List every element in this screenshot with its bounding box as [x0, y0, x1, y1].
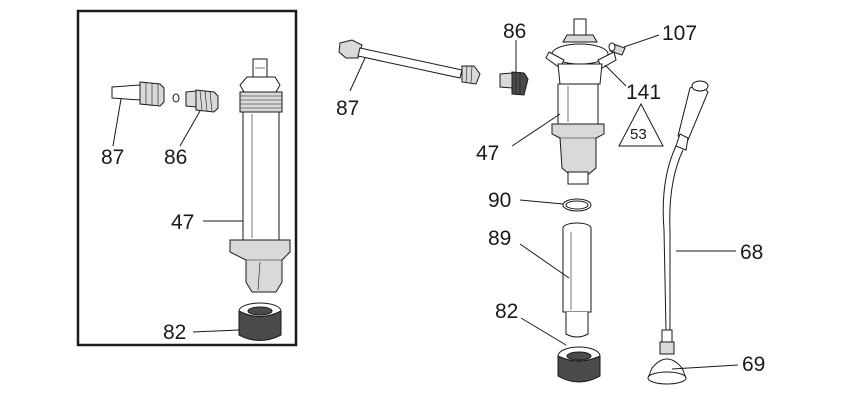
label-86-right: 86 [503, 20, 526, 43]
label-69: 69 [742, 353, 765, 376]
leader-107 [623, 34, 660, 48]
part-47-pump-head-right [545, 18, 617, 185]
label-82-right: 82 [495, 300, 518, 323]
part-87-tube-right [338, 39, 481, 85]
leader-69 [671, 364, 739, 370]
label-86-left: 86 [164, 146, 187, 169]
leader-82-right [520, 317, 567, 346]
part-82-nut-left [238, 302, 282, 341]
leader-89 [519, 243, 570, 279]
label-68: 68 [740, 241, 763, 264]
label-141: 141 [626, 81, 661, 104]
leader-47-right [511, 113, 561, 147]
part-89-sleeve [562, 222, 592, 338]
label-90: 90 [488, 189, 511, 212]
part-82-nut-right [557, 346, 601, 383]
leader-87-left [112, 98, 122, 147]
label-89: 89 [488, 227, 511, 250]
leader-87-right [349, 57, 366, 92]
leader-141 [604, 64, 627, 87]
leader-90 [519, 199, 564, 205]
part-68-suction-tube [659, 80, 709, 355]
part-87-fitting-left [111, 81, 165, 107]
part-53-warning-triangle [618, 102, 664, 147]
label-87-right: 87 [336, 97, 359, 120]
label-47-left: 47 [171, 211, 194, 234]
label-87-left: 87 [101, 146, 124, 169]
part-47-pump-body-left [229, 58, 291, 293]
part-69-strainer [647, 358, 687, 385]
part-86-fitting-right [499, 71, 529, 96]
label-53: 53 [630, 126, 647, 143]
part-90-o-ring-inner [565, 200, 589, 210]
label-107: 107 [662, 22, 697, 45]
leader-82-left [192, 329, 240, 333]
inset-frame [76, 9, 298, 347]
small-o-ring-left [172, 93, 180, 103]
label-82-left: 82 [163, 321, 186, 344]
part-86-fitting-left [185, 89, 219, 113]
label-47-right: 47 [476, 142, 499, 165]
leader-86-left [179, 110, 201, 147]
